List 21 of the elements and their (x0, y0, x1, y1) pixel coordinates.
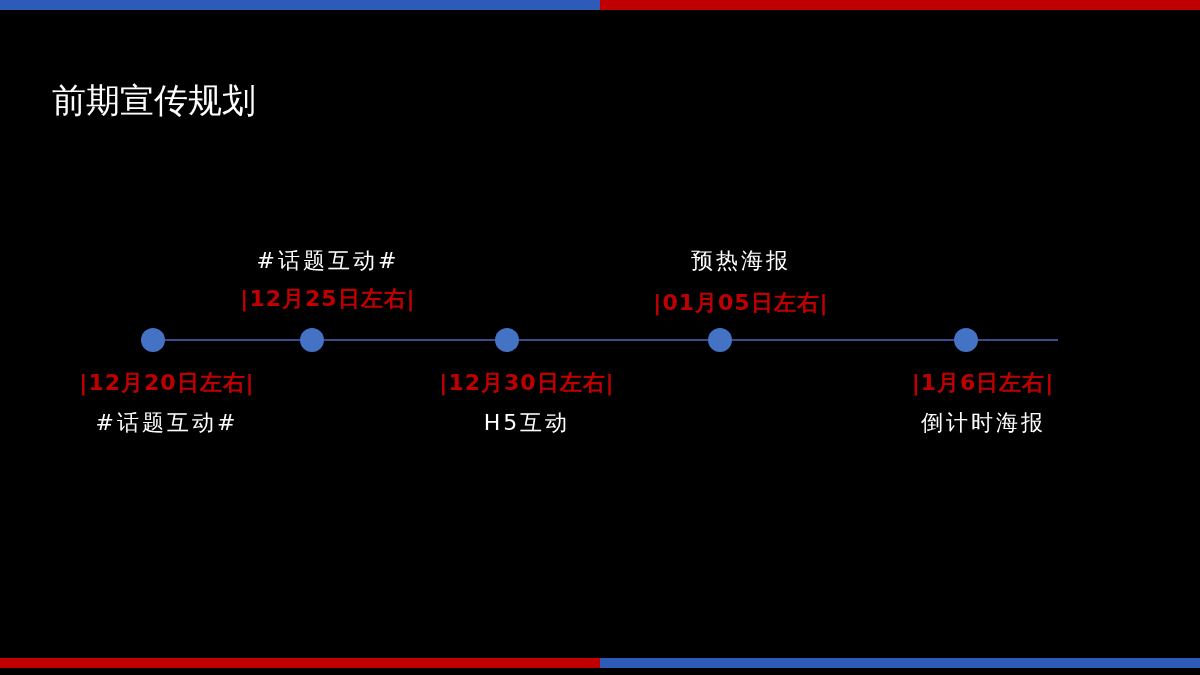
timeline-dot (300, 328, 324, 352)
timeline-dot (954, 328, 978, 352)
date-label: |12月20日左右| (79, 369, 255, 398)
slide-title: 前期宣传规划 (52, 79, 256, 122)
timeline-line (518, 339, 709, 341)
timeline-dot (495, 328, 519, 352)
milestone-label: #话题互动# (256, 247, 400, 275)
milestone-label: #话题互动# (95, 409, 239, 437)
timeline-line (977, 339, 1059, 341)
timeline-line (731, 339, 955, 341)
milestone-label: H5互动 (483, 409, 571, 437)
date-label: |12月30日左右| (439, 369, 615, 398)
timeline-line (164, 339, 301, 341)
timeline-line (323, 339, 496, 341)
timeline-dot (708, 328, 732, 352)
timeline-dot (141, 328, 165, 352)
date-label: |01月05日左右| (653, 289, 829, 318)
date-label: |12月25日左右| (240, 285, 416, 314)
date-label: |1月6日左右| (911, 369, 1055, 398)
milestone-label: 预热海报 (691, 247, 791, 275)
milestone-label: 倒计时海报 (920, 409, 1046, 437)
